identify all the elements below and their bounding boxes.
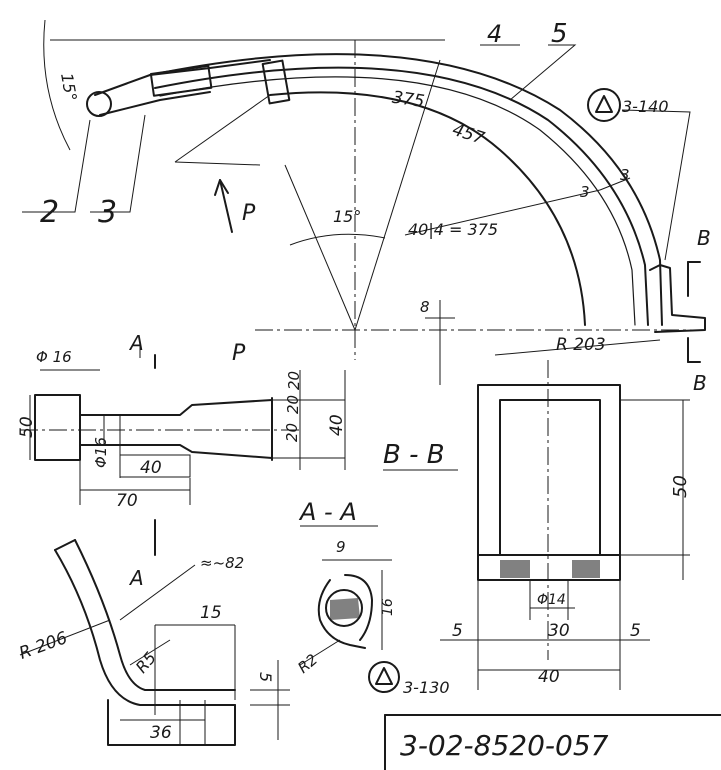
angle-small-label: 8 [420, 298, 430, 316]
h40-label: 40 [327, 414, 347, 436]
r203-label: R 203 [556, 335, 606, 355]
title-block: 3-02-8520-057 [384, 714, 721, 770]
w70-label: 70 [116, 491, 138, 511]
r206-label: R 206 [17, 628, 71, 664]
radius-375-label: 375 [391, 88, 426, 112]
bb-5a-label: 5 [452, 621, 463, 641]
callout-3-130: 3-130 [403, 678, 450, 697]
force-label-mid: P [232, 341, 246, 366]
part-label-5: 5 [551, 19, 568, 49]
section-a-mark-top: A [128, 331, 144, 355]
d36-label: 36 [150, 723, 172, 743]
w20a-label: 20 [285, 371, 303, 390]
approx-82-label: ≈~82 [200, 554, 244, 572]
hook-side-view [19, 539, 290, 746]
angle-center-label: 15° [333, 207, 361, 226]
part-label-2: 2 [40, 195, 59, 230]
part-label-4: 4 [487, 20, 502, 48]
lengths-label: 40|4 = 375 [408, 220, 498, 239]
angle-top-label: 15° [57, 71, 81, 102]
section-b-mark-top: B [697, 226, 711, 250]
bb-5b-label: 5 [630, 621, 641, 641]
gap-label-a: 3 [580, 183, 590, 201]
rod-side-view [20, 343, 346, 556]
section-b-title: B - B [383, 440, 445, 470]
r5-label: R5 [132, 648, 160, 677]
radius-457-label: 457 [450, 120, 487, 149]
d15-label: 15 [200, 603, 222, 623]
section-a-mark-bottom: A [128, 566, 144, 590]
gap-label-b: 3 [620, 166, 630, 184]
d5-label: 5 [256, 672, 275, 682]
rod-side-labels: Φ 16 50 Φ16 40 70 20 20 20 40 A A [17, 331, 347, 590]
w40-label: 40 [140, 458, 162, 478]
section-a-a-labels: A - A 9 16 R2 3-130 [294, 498, 449, 697]
d16b-label: Φ16 [92, 437, 110, 468]
ab-16-label: 16 [380, 598, 396, 616]
w20b-label: 20 [284, 395, 302, 414]
bb-50-label: 50 [670, 475, 691, 498]
d16-label: Φ 16 [36, 348, 72, 366]
drawing-number: 3-02-8520-057 [400, 729, 609, 762]
hook-side-labels: ≈~82 R 206 R5 15 36 5 [17, 554, 275, 743]
section-b-mark-bottom: B [693, 371, 707, 395]
bracket-top-view [22, 19, 706, 385]
w20c-label: 20 [283, 423, 301, 442]
section-b-b-labels: B - B 50 Φ14 5 30 5 40 [383, 440, 691, 687]
bb-40-label: 40 [538, 667, 560, 687]
force-label-top: P [242, 201, 256, 226]
section-b-b [440, 360, 690, 690]
ab-9-label: 9 [336, 538, 346, 556]
section-a-title: A - A [298, 498, 357, 526]
h50-label: 50 [17, 416, 37, 438]
bb-d14-label: Φ14 [537, 592, 566, 608]
bb-30-label: 30 [548, 621, 570, 641]
section-a-a [299, 559, 400, 693]
callout-3-140: 3-140 [622, 97, 669, 116]
part-label-3: 3 [98, 195, 117, 230]
